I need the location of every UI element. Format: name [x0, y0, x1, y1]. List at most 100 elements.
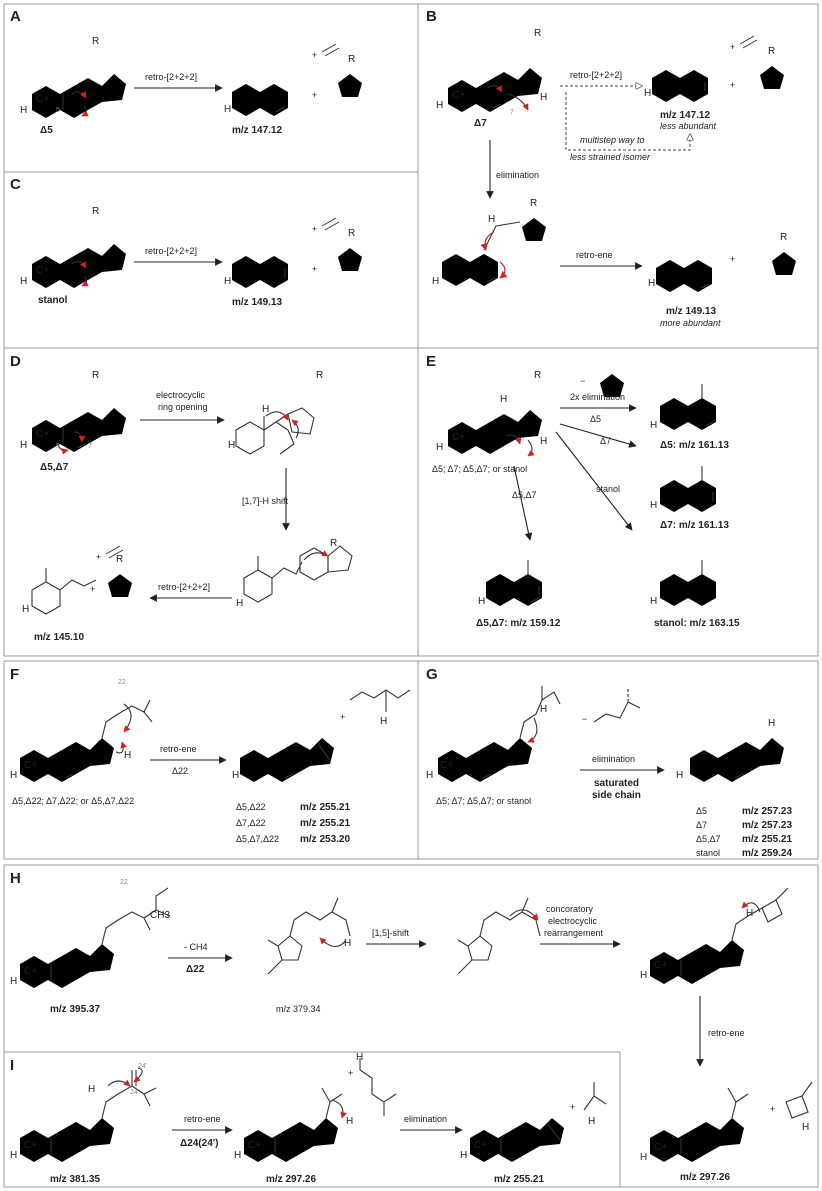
panel-i-step2: elimination — [404, 1114, 447, 1124]
panel-d-h: H — [20, 440, 27, 451]
panel-g: G H H C+ Δ5; Δ7; Δ5,Δ7; or stanol − elim… — [426, 666, 792, 859]
panel-f-cation: C+ — [24, 760, 37, 771]
panel-f-locant22: 22 — [118, 679, 126, 686]
panel-h-int3-cation: C+ — [654, 960, 667, 971]
panel-d-product: m/z 145.10 — [34, 632, 84, 643]
panel-h-frag-h: H — [802, 1122, 809, 1133]
panel-i-plus2: + — [570, 1102, 575, 1112]
panel-g-product-h-top: H — [768, 718, 775, 729]
panel-h-step2: [1,5]-shift — [372, 928, 410, 938]
panel-d-substrate-label: Δ5,Δ7 — [40, 462, 69, 473]
panel-a-substrate-structure — [32, 74, 126, 118]
panel-b-int-h: H — [488, 214, 495, 225]
panel-d-plus1: + — [96, 552, 101, 562]
panel-c-cp-r: R — [348, 228, 355, 239]
panel-e-letter: E — [426, 353, 436, 370]
panel-e-product3 — [486, 560, 542, 606]
panel-h-prod-cation: C+ — [654, 1142, 667, 1153]
panel-b-note-2: less strained isomer — [570, 152, 651, 162]
panel-c-h: H — [20, 276, 27, 287]
panel-g-arrow-sub2: side chain — [592, 790, 641, 801]
panel-e: E R H H H C+ Δ5; Δ7; Δ5,Δ7; or stanol − … — [426, 353, 740, 629]
panel-e-h: H — [436, 442, 443, 453]
panel-h-h: H — [10, 976, 17, 987]
panel-f-results: Δ5,Δ22 m/z 255.21 Δ7,Δ22 m/z 255.21 Δ5,Δ… — [236, 802, 350, 845]
panel-i-substrate-structure — [20, 1067, 157, 1162]
panel-f-r2-value: m/z 253.20 — [300, 834, 350, 845]
panel-a-r: R — [92, 36, 99, 47]
panel-e-route3: stanol — [596, 484, 620, 494]
panel-i-plus1: + — [348, 1068, 353, 1078]
panel-h-ch3: CH3 — [150, 910, 170, 921]
panel-f-h: H — [10, 770, 17, 781]
panel-d-cation: C+ — [36, 429, 49, 440]
panel-c-letter: C — [10, 176, 21, 193]
panel-c-r: R — [92, 206, 99, 217]
panel-a-arrow-label: retro-[2+2+2] — [145, 72, 197, 82]
panel-a-cp-r: R — [348, 54, 355, 65]
panel-e-product4 — [660, 560, 716, 606]
panel-a: A R H C+ 5 Δ5 retro-[2+2+2] H m/z 147.12… — [10, 8, 362, 136]
panel-f-plus: + — [340, 712, 345, 722]
panel-h-intermediate: m/z 379.34 — [276, 1004, 321, 1014]
panel-a-plus2: + — [312, 90, 317, 100]
panel-b-locant: 7 — [510, 109, 514, 116]
panel-b-intermediate — [442, 250, 498, 286]
panel-h-step1: - CH4 — [184, 942, 208, 952]
panel-b-cp2-r: R — [780, 232, 787, 243]
panel-e-arrow4 — [513, 465, 533, 541]
panel-i-h-top: H — [88, 1084, 95, 1095]
panel-e-p2-h: H — [650, 500, 657, 511]
panel-i-start: m/z 381.35 — [50, 1174, 100, 1185]
panel-g-substrate: Δ5; Δ7; Δ5,Δ7; or stanol — [436, 796, 531, 806]
panel-g-r1-label: Δ7 — [696, 820, 707, 830]
panel-e-arrow3 — [555, 431, 633, 531]
panel-b-cp-r: R — [768, 46, 775, 57]
panel-a-h: H — [20, 105, 27, 116]
panel-b-int-h2: H — [432, 276, 439, 287]
panel-i-product: m/z 255.21 — [494, 1174, 544, 1185]
panel-e-substrate-structure — [448, 410, 542, 457]
panel-e-arrow2 — [559, 423, 637, 448]
panel-f-r0-value: m/z 255.21 — [300, 802, 350, 813]
panel-g-h-right: H — [540, 704, 547, 715]
panel-h-step4: retro-ene — [708, 1028, 745, 1038]
panel-i-locant241: 24' — [138, 1063, 147, 1070]
panel-c-substrate-structure — [32, 244, 126, 288]
panel-c-plus1: + — [312, 224, 317, 234]
panel-b-product-top-note: less abundant — [660, 121, 717, 131]
panel-e-route1: 2x elimination — [570, 392, 625, 402]
panel-b-h2: H — [540, 92, 547, 103]
panel-g-arrow-label: elimination — [592, 754, 635, 764]
panel-d-prod-h: H — [22, 604, 29, 615]
panel-b-product-bottom: m/z 149.13 — [666, 306, 716, 317]
panel-c-product-h: H — [224, 276, 231, 287]
panel-h-prod-h: H — [640, 1152, 647, 1163]
panel-e-h-top: H — [500, 394, 507, 405]
panel-i-step1: retro-ene — [184, 1114, 221, 1124]
panel-b-plus1: + — [730, 42, 735, 52]
panel-e-product1: Δ5: m/z 161.13 — [660, 440, 729, 451]
panel-b-r: R — [534, 28, 541, 39]
panel-h-step3-1: concoratory — [546, 904, 594, 914]
panel-b-h: H — [436, 100, 443, 111]
panel-a-product-structure — [232, 80, 288, 116]
panel-f-product-h: H — [232, 770, 239, 781]
panel-e-cation: C+ — [452, 432, 465, 443]
panel-i: I H 24' 24 H C+ m/z 381.35 retro-ene Δ24… — [10, 1052, 607, 1185]
panel-a-substrate-label: Δ5 — [40, 125, 53, 136]
panel-h-substrate-structure — [20, 887, 171, 988]
panel-e-product2 — [660, 466, 716, 512]
panel-d-r: R — [92, 370, 99, 381]
panel-d-plus2: + — [90, 584, 95, 594]
panel-g-r2-value: m/z 255.21 — [742, 834, 792, 845]
panel-h-cation: C+ — [24, 966, 37, 977]
panel-d-product-structure — [31, 568, 97, 615]
panel-g-cation: C+ — [440, 760, 453, 771]
panel-d-int2-h: H — [236, 598, 243, 609]
panel-g-r0-value: m/z 257.23 — [742, 806, 792, 817]
panel-i-int-cation: C+ — [248, 1140, 261, 1151]
panel-g-substrate-structure — [438, 686, 561, 782]
panel-b-cation: C+ — [452, 90, 465, 101]
panel-b-product-top: m/z 147.12 — [660, 110, 710, 121]
